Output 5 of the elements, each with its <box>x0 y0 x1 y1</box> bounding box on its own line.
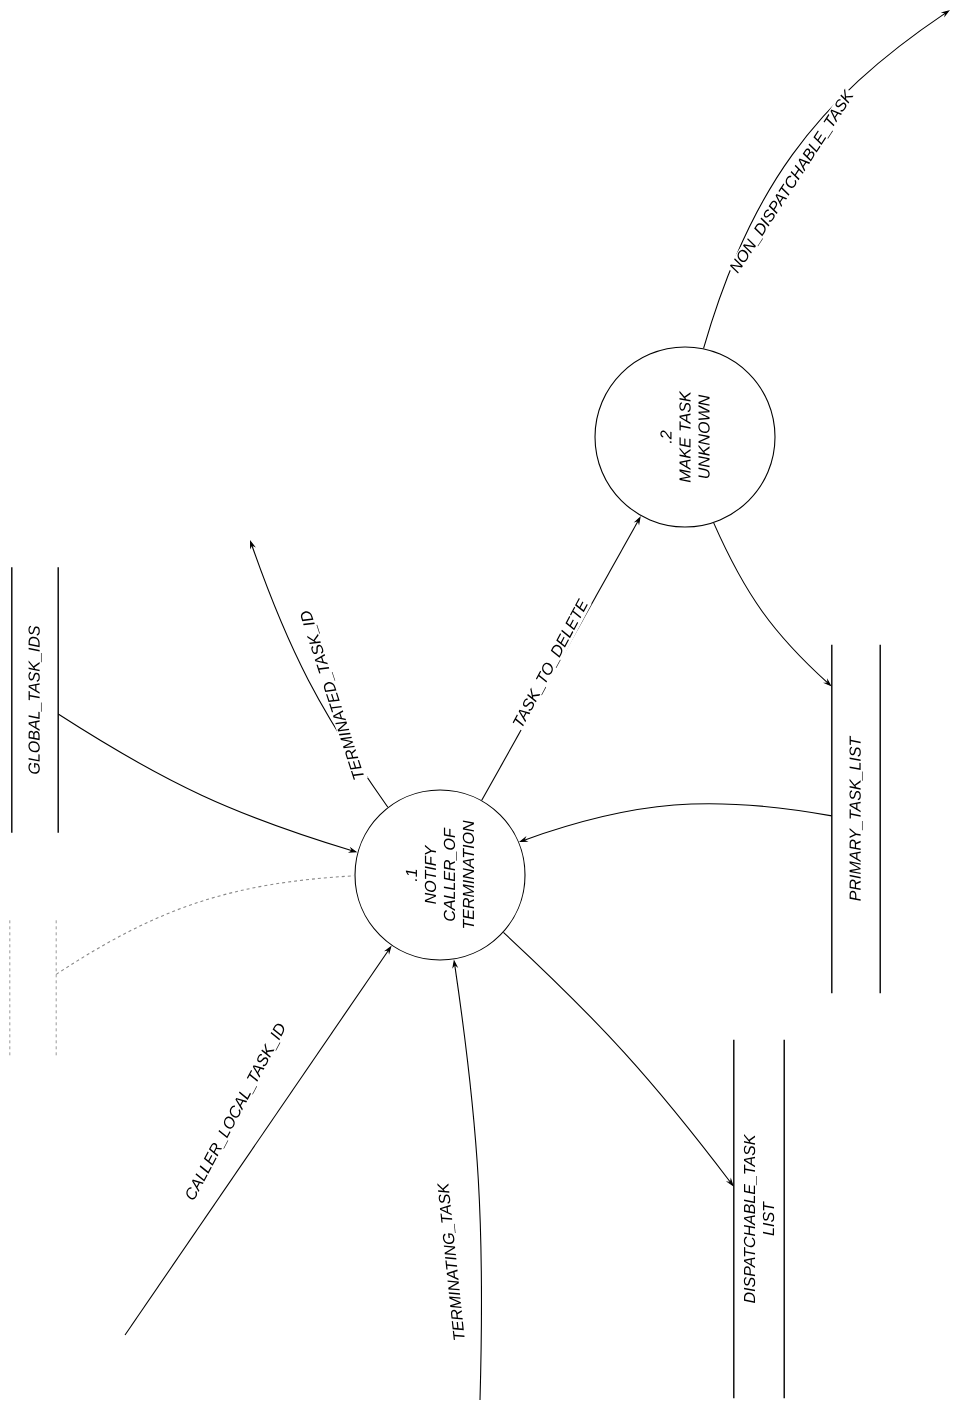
data-store: PRIMARY_TASK_LIST <box>831 644 881 994</box>
data-store: GLOBAL_TASK_IDS <box>11 566 59 834</box>
arrow <box>703 10 950 349</box>
data-store: DISPATCHABLE_TASK LIST <box>733 1039 785 1399</box>
faded-data-store <box>9 919 57 1057</box>
